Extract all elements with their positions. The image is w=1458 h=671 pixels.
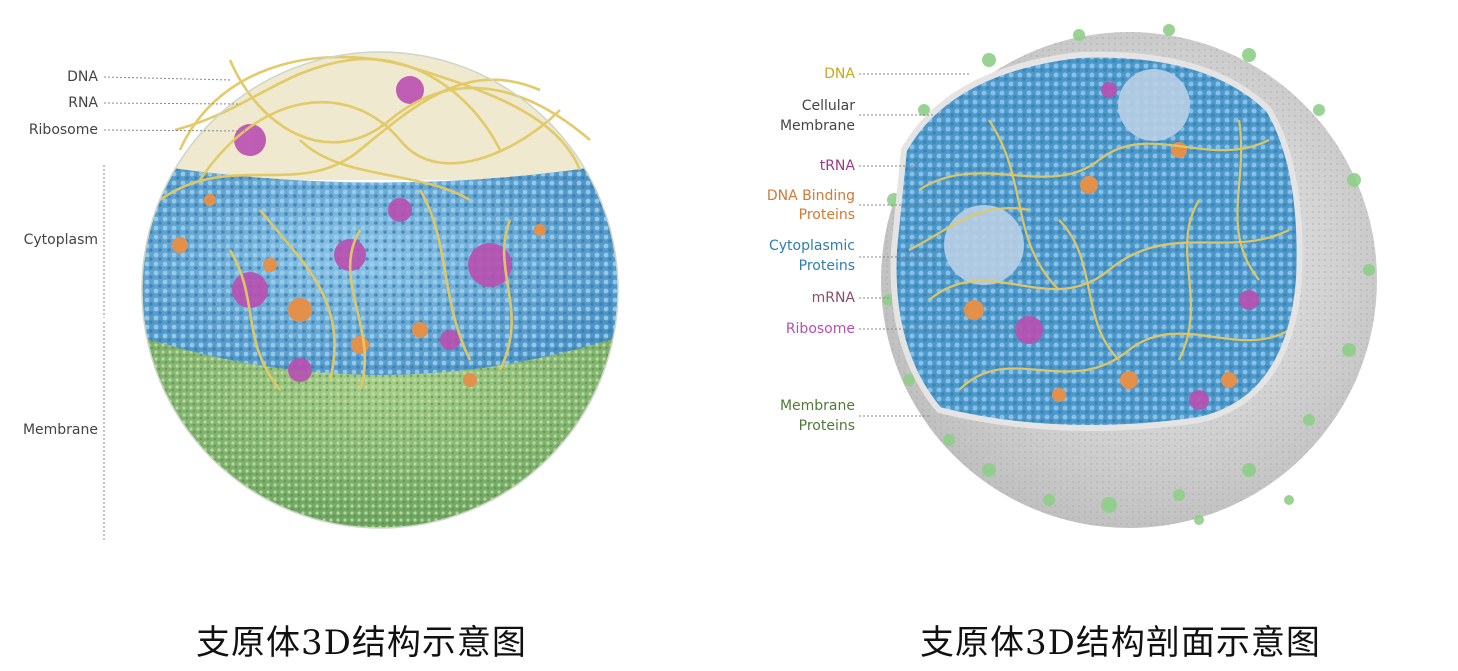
- mycoplasma-3d-structure-illustration: [103, 51, 619, 542]
- label-membrane-proteins-line1: Membrane: [779, 398, 855, 414]
- right-panel: DNA Cellular Membrane tRNA DNA Binding P…: [729, 0, 1458, 671]
- left-panel: DNA RNA Ribosome Cytoplasm Membrane 支原体3…: [22, 51, 619, 663]
- label-rna: RNA: [68, 95, 98, 111]
- label-cytoplasmic-proteins-line2: Proteins: [798, 258, 855, 274]
- mycoplasma-3d-cross-section-illustration: [859, 24, 1377, 528]
- label-cytoplasm: Cytoplasm: [23, 232, 98, 248]
- label-dna-binding-line2: Proteins: [798, 207, 855, 223]
- label-ribosome: Ribosome: [28, 122, 98, 138]
- label-ribosome: Ribosome: [785, 321, 855, 337]
- label-cellular-membrane-line1: Cellular: [801, 98, 855, 114]
- label-mrna: mRNA: [811, 290, 855, 306]
- left-caption: 支原体3D结构示意图: [196, 623, 527, 663]
- label-dna-binding-line1: DNA Binding: [766, 188, 855, 204]
- label-membrane: Membrane: [22, 422, 98, 438]
- label-membrane-proteins-line2: Proteins: [798, 418, 855, 434]
- label-cellular-membrane-line2: Membrane: [779, 118, 855, 134]
- label-cytoplasmic-proteins-line1: Cytoplasmic: [769, 238, 855, 254]
- label-dna: DNA: [67, 69, 98, 85]
- label-dna: DNA: [824, 66, 855, 82]
- right-caption: 支原体3D结构剖面示意图: [920, 623, 1321, 663]
- label-trna: tRNA: [819, 158, 855, 174]
